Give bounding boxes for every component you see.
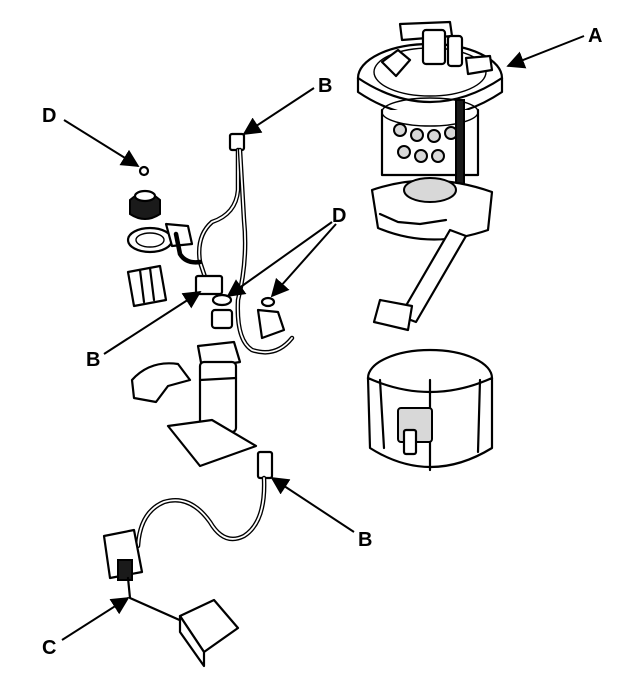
leader-arrow-d-right-1 xyxy=(226,221,333,298)
wire-harness-lower xyxy=(135,450,274,549)
callout-a: A xyxy=(506,25,602,69)
jet-pump-fitting xyxy=(126,165,194,254)
callout-b-top: B xyxy=(242,75,332,135)
callout-d-left: D xyxy=(42,105,140,167)
wire-harness-upper xyxy=(173,132,295,355)
filter-cage-holes xyxy=(393,123,458,163)
leader-arrow-a xyxy=(506,35,585,69)
callout-label-b-low: B xyxy=(358,529,372,551)
callout-label-d-right: D xyxy=(332,205,346,227)
callout-b-mid: B xyxy=(86,291,202,371)
leader-arrow-c xyxy=(61,597,130,641)
leader-arrow-d-left xyxy=(63,119,140,167)
callout-label-c: C xyxy=(42,637,56,659)
fuel-level-sender xyxy=(102,528,240,668)
fuel-pump xyxy=(130,340,258,468)
o-rings xyxy=(210,293,286,340)
callout-label-a: A xyxy=(588,25,602,47)
callout-c: C xyxy=(42,597,130,659)
callout-d-right: D xyxy=(226,205,346,298)
fuel-pump-module-assembly xyxy=(356,20,504,332)
callout-label-b-top: B xyxy=(318,75,332,97)
callout-label-d-left: D xyxy=(42,105,56,127)
leader-arrow-b-top xyxy=(242,87,315,135)
fuel-reservoir-cup xyxy=(366,348,494,472)
leader-arrow-d-right-2 xyxy=(270,223,337,298)
leader-arrow-b-mid xyxy=(103,291,202,355)
leader-arrow-b-low xyxy=(270,477,355,533)
callout-b-low: B xyxy=(270,477,372,551)
callout-label-b-mid: B xyxy=(86,349,100,371)
retaining-clip xyxy=(126,264,168,308)
